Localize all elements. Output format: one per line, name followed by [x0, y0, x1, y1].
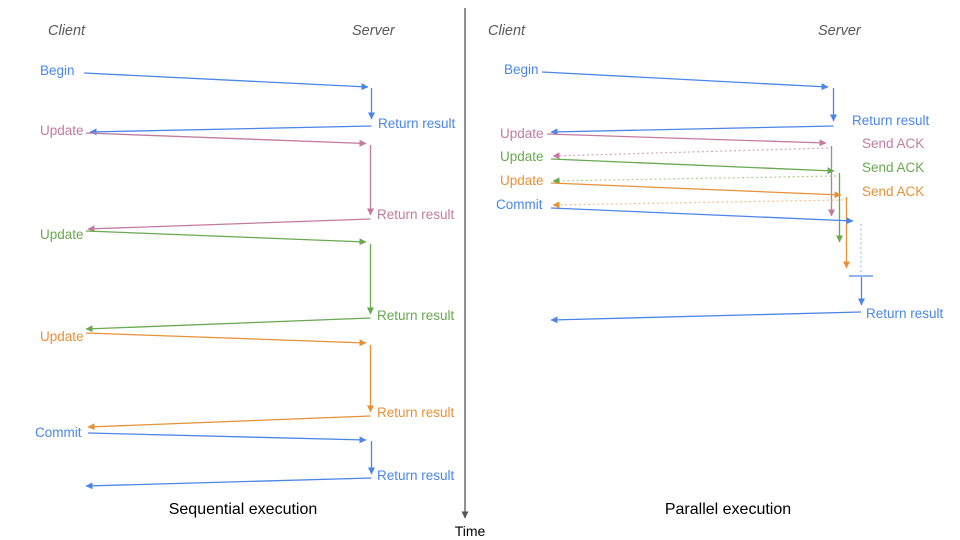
seq-update2-request-line	[85, 230, 367, 246]
seq-commit-request-line	[87, 432, 367, 444]
seq-update3-return-line	[87, 415, 371, 431]
par-send-ack-label-2: Send ACK	[862, 160, 925, 175]
seq-update1-return-line	[87, 218, 371, 233]
seq-begin-request-line	[83, 72, 369, 91]
server-header-right: Server	[818, 23, 861, 39]
par-commit-return-line	[550, 311, 862, 324]
par-send-ack-label-3: Send ACK	[862, 184, 925, 199]
par-commit-label: Commit	[496, 197, 543, 212]
seq-update1-request-line	[85, 132, 367, 147]
par-update2-ack-line	[552, 175, 837, 185]
seq-return-label-4: Return result	[377, 405, 455, 420]
par-update3-request-line	[550, 182, 842, 199]
seq-begin-return-line	[89, 125, 372, 136]
par-update1-request-line	[546, 133, 827, 147]
seq-update-label-1: Update	[40, 123, 84, 138]
par-begin-label: Begin	[504, 62, 539, 77]
seq-update2-return-line	[85, 317, 371, 333]
seq-return-label-2: Return result	[377, 207, 455, 222]
server-header-left: Server	[352, 23, 395, 39]
par-begin-return-line	[550, 125, 834, 136]
seq-commit-label: Commit	[35, 425, 82, 440]
seq-return-label-5: Return result	[377, 468, 455, 483]
par-update-label-1: Update	[500, 126, 544, 141]
seq-return-label-3: Return result	[377, 308, 455, 323]
par-return-label-1: Return result	[852, 113, 930, 128]
seq-begin-label: Begin	[40, 63, 75, 78]
par-update-label-3: Update	[500, 173, 544, 188]
par-send-ack-label-1: Send ACK	[862, 136, 925, 151]
par-commit-request-line	[550, 207, 854, 225]
sequential-panel-title: Sequential execution	[168, 501, 318, 518]
client-header-left: Client	[48, 23, 86, 39]
par-update2-request-line	[550, 158, 835, 175]
par-update3-ack-line	[552, 199, 844, 209]
seq-commit-return-line	[85, 477, 372, 490]
par-return-label-2: Return result	[866, 306, 944, 321]
par-begin-request-line	[541, 71, 829, 91]
seq-update-label-2: Update	[40, 227, 84, 242]
seq-update3-request-line	[85, 332, 367, 347]
seq-return-label-1: Return result	[378, 116, 456, 131]
par-update1-ack-line	[552, 147, 829, 160]
parallel-panel-lines	[541, 71, 873, 324]
par-update-label-2: Update	[500, 149, 544, 164]
client-header-right: Client	[488, 23, 526, 39]
time-axis-label: Time	[454, 523, 486, 539]
seq-update-label-3: Update	[40, 329, 84, 344]
sequential-panel-lines	[83, 72, 375, 490]
parallel-panel-title: Parallel execution	[664, 501, 792, 518]
